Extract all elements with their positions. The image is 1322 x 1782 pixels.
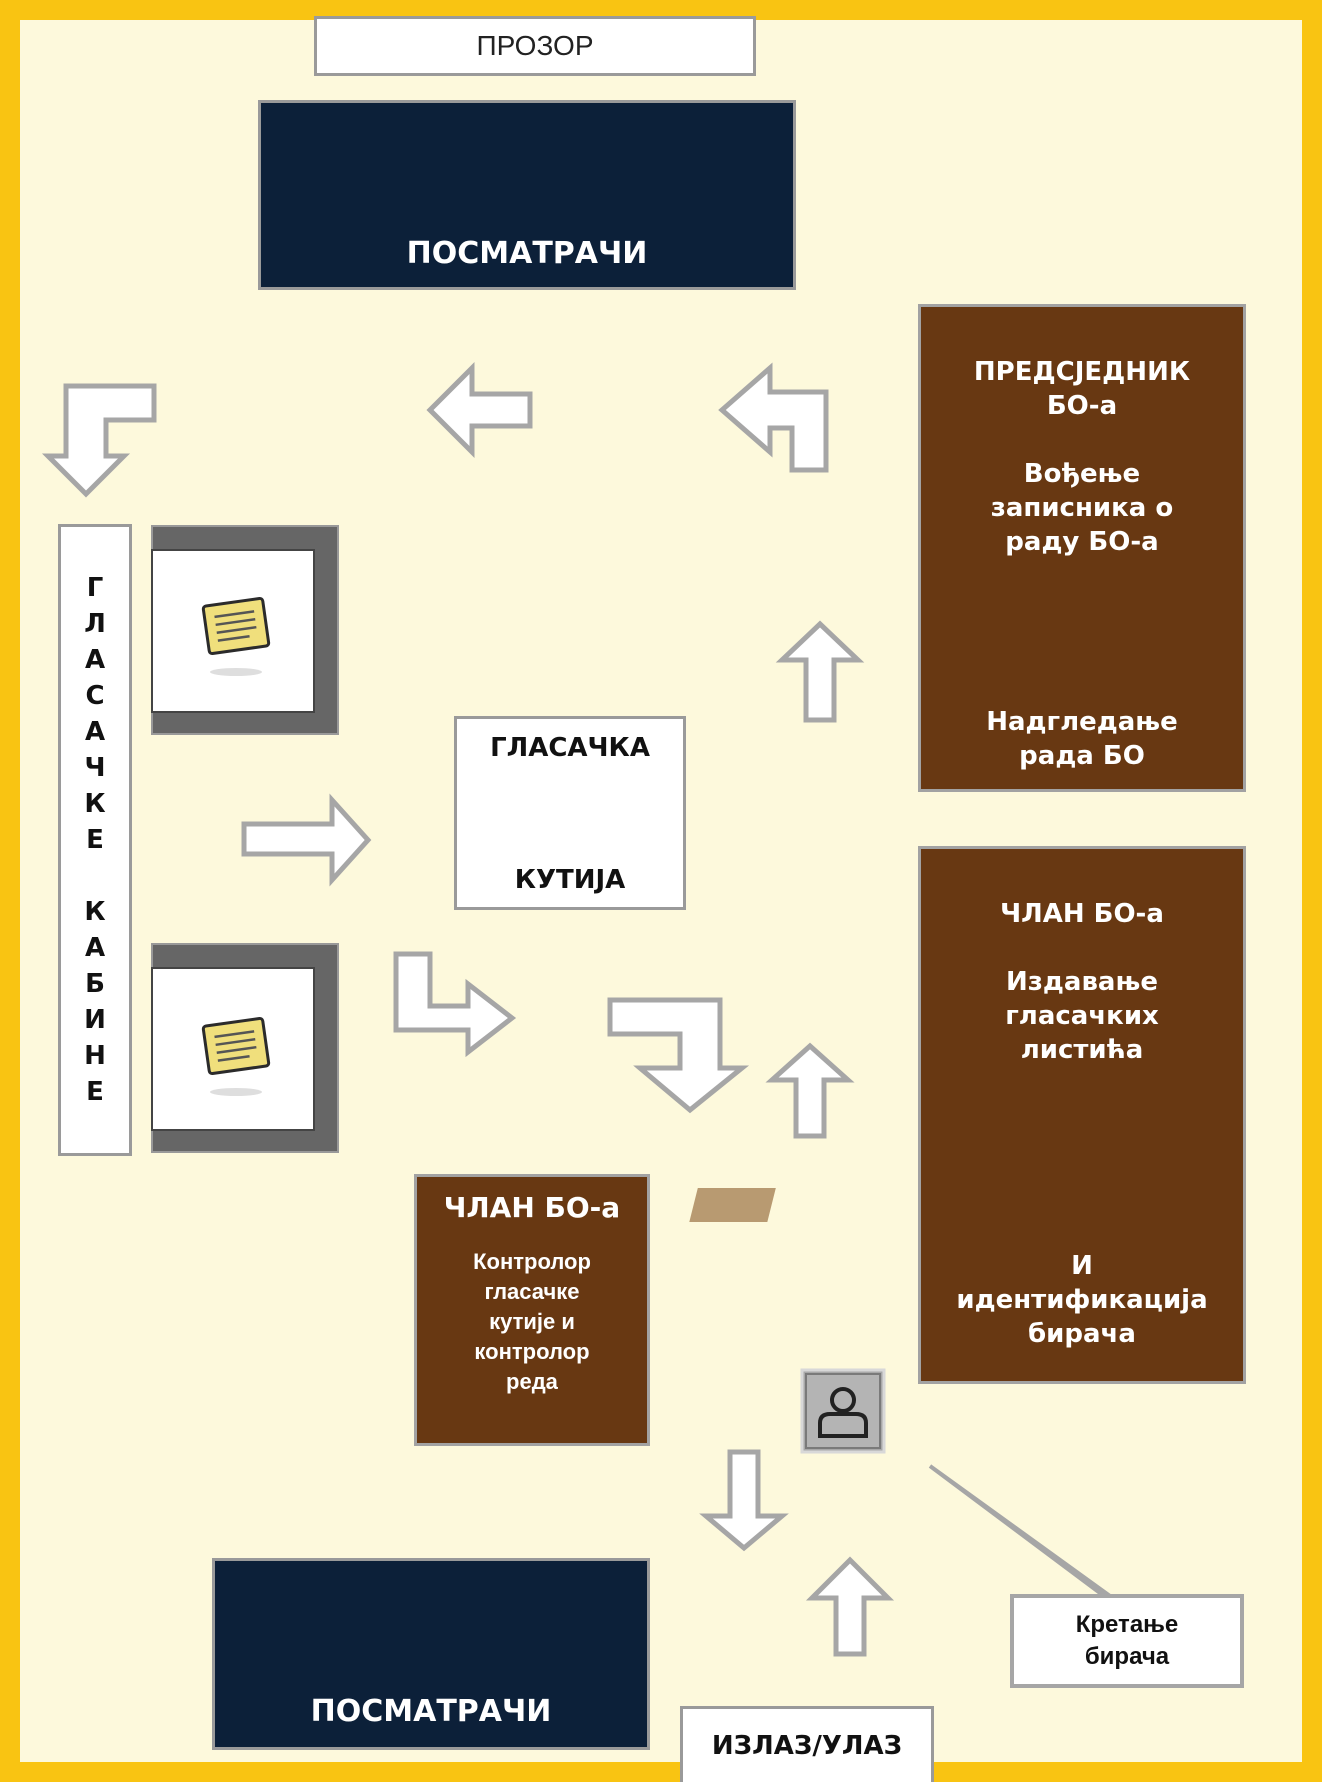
flow-arrow-down bbox=[699, 1449, 789, 1552]
observers-panel-bottom: ПОСМАТРАЧИ bbox=[212, 1558, 650, 1750]
member-issue-duty-identification: И идентификација бирача bbox=[956, 1251, 1208, 1349]
ballot-paper-icon bbox=[689, 1114, 1065, 1222]
chairman-title: ПРЕДСЈЕДНИК БО-а bbox=[973, 357, 1191, 421]
flow-arrow-turn-right bbox=[393, 951, 517, 1058]
flow-arrow-left bbox=[426, 361, 533, 459]
observers-panel-top: ПОСМАТРАЧИ bbox=[258, 100, 796, 290]
member-issue-duty-ballots: Издавање гласачких листића bbox=[1005, 967, 1159, 1065]
voting-booths-label: ГЛАСАЧКЕ КАБИНЕ bbox=[58, 524, 132, 1156]
chairman-duty-supervision: Надгледање рада БО bbox=[986, 707, 1178, 771]
member-control-panel: ЧЛАН БО-а Контролор гласачке кутије и ко… bbox=[414, 1174, 650, 1446]
voting-booth bbox=[151, 943, 339, 1153]
voting-booth bbox=[151, 525, 339, 735]
member-issue-title: ЧЛАН БО-а bbox=[1000, 899, 1164, 929]
callout-bubble bbox=[928, 1464, 1244, 1688]
flow-arrow-up bbox=[765, 1042, 855, 1139]
flow-arrow-up bbox=[775, 620, 865, 723]
voting-booths-text: ГЛАСАЧКЕ КАБИНЕ bbox=[84, 573, 106, 1107]
exit-entrance-text: ИЗЛАЗ/УЛАЗ bbox=[711, 1730, 903, 1761]
chairman-panel: ПРЕДСЈЕДНИК БО-а Вођење записника о раду… bbox=[918, 304, 1246, 792]
member-control-duty: Контролор гласачке кутије и контролор ре… bbox=[473, 1249, 591, 1394]
ballot-box-label-bottom: КУТИЈА bbox=[514, 865, 626, 895]
member-control-title: ЧЛАН БО-а bbox=[443, 1191, 621, 1224]
flow-arrow-turn-left bbox=[718, 362, 829, 473]
voter-icon bbox=[800, 1368, 886, 1454]
voter-movement-text: Кретање бирача bbox=[1075, 1611, 1179, 1670]
member-issue-panel: ЧЛАН БО-а Издавање гласачких листића И и… bbox=[918, 846, 1246, 1384]
observers-label: ПОСМАТРАЧИ bbox=[310, 1694, 552, 1729]
exit-entrance-label: ИЗЛАЗ/УЛАЗ bbox=[680, 1706, 934, 1782]
observers-label: ПОСМАТРАЧИ bbox=[406, 236, 648, 271]
ballot-box-label-top: ГЛАСАЧКА bbox=[490, 733, 650, 763]
window-label-text: ПРОЗОР bbox=[476, 30, 594, 61]
flow-arrow-turn-down bbox=[41, 383, 157, 498]
flow-arrow-turn-down bbox=[607, 997, 750, 1114]
chairman-duty-minutes: Вођење записника о раду БО-а bbox=[990, 459, 1174, 557]
flow-arrow-up bbox=[805, 1556, 895, 1657]
ballot-box: ГЛАСАЧКА КУТИЈА bbox=[454, 716, 686, 910]
voter-movement-label: Кретање бирача bbox=[1014, 1598, 1240, 1684]
window-label: ПРОЗОР bbox=[314, 16, 756, 76]
flow-arrow-right bbox=[241, 793, 372, 887]
